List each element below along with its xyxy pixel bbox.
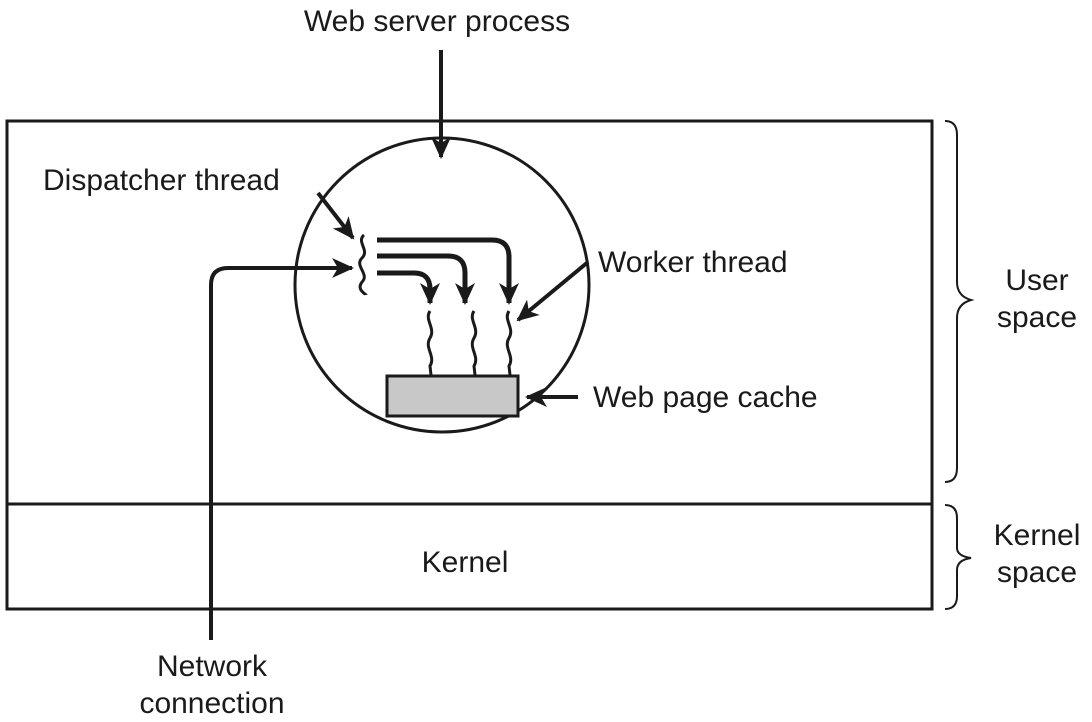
web-server-process-label: Web server process [304, 5, 570, 38]
dispatcher-thread-icon [358, 233, 368, 297]
worker-thread-2-icon [470, 310, 478, 376]
user-space-label-line1: User [1005, 264, 1068, 297]
kernel-space-label-line1: Kernel [994, 519, 1081, 552]
web-page-cache-box [385, 374, 520, 418]
network-connection-label-line1: Network [157, 650, 268, 683]
user-space-label-line2: space [997, 301, 1077, 334]
worker-thread-1-icon [426, 310, 434, 376]
dispatch-arrow-worker-3 [377, 237, 519, 305]
dispatcher-thread-label: Dispatcher thread [43, 164, 280, 197]
network-connection-arrow [209, 258, 354, 640]
user-space-brace [944, 120, 975, 483]
kernel-space-brace [944, 504, 972, 610]
worker-thread-3-icon [505, 310, 513, 376]
kernel-space-label-line2: space [997, 556, 1077, 589]
worker-thread-pointer-arrow [516, 260, 590, 322]
network-connection-label-line2: connection [139, 687, 284, 720]
dispatch-arrow-worker-2 [377, 253, 475, 305]
web-page-cache-label: Web page cache [593, 381, 818, 414]
dispatcher-thread-pointer-arrow [316, 191, 355, 240]
worker-thread-label: Worker thread [598, 246, 788, 279]
kernel-box [5, 502, 934, 611]
kernel-label: Kernel [422, 546, 509, 579]
dispatch-arrow-worker-1 [377, 270, 440, 305]
